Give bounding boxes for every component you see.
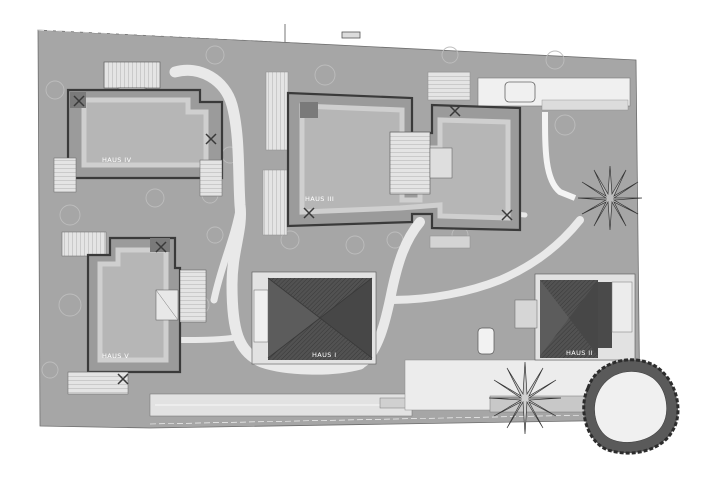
label-haus-4: HAUS IV <box>102 156 132 164</box>
building-haus-1: HAUS I <box>251 271 377 365</box>
north-marker <box>284 24 361 42</box>
building-haus-2: HAUS II <box>514 273 636 361</box>
terrace-markers <box>73 95 513 385</box>
garden-beds <box>262 71 471 249</box>
label-haus-1: HAUS I <box>312 351 337 359</box>
building-haus-4: HAUS IV <box>53 61 224 197</box>
site-boundary-line <box>37 29 637 59</box>
label-haus-2: HAUS II <box>566 349 593 357</box>
building-haus-3: HAUS III <box>286 91 522 232</box>
parking-top-right <box>477 77 631 201</box>
car <box>477 327 495 355</box>
label-haus-3: HAUS III <box>305 195 334 203</box>
label-haus-5: HAUS V <box>102 352 129 360</box>
building-haus-5: HAUS V <box>61 231 207 395</box>
feature-trees <box>488 165 680 455</box>
